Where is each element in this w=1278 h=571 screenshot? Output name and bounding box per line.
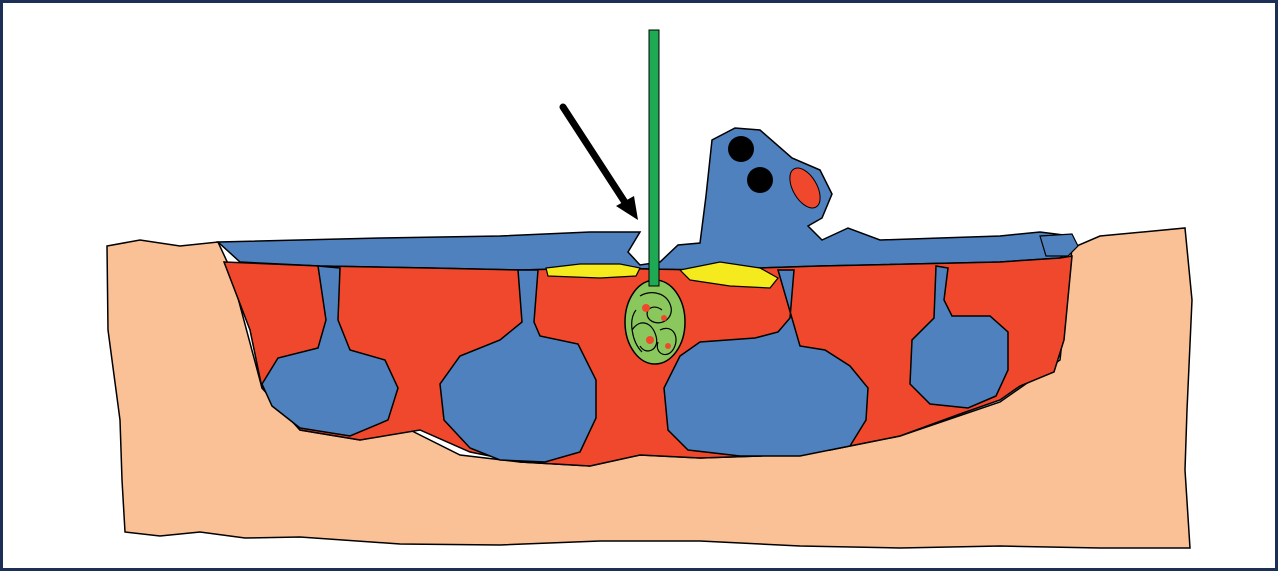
needle	[649, 30, 659, 286]
yellow-layer-left	[546, 264, 640, 278]
dark-spot-1	[728, 136, 754, 162]
dark-spot-2	[747, 167, 773, 193]
